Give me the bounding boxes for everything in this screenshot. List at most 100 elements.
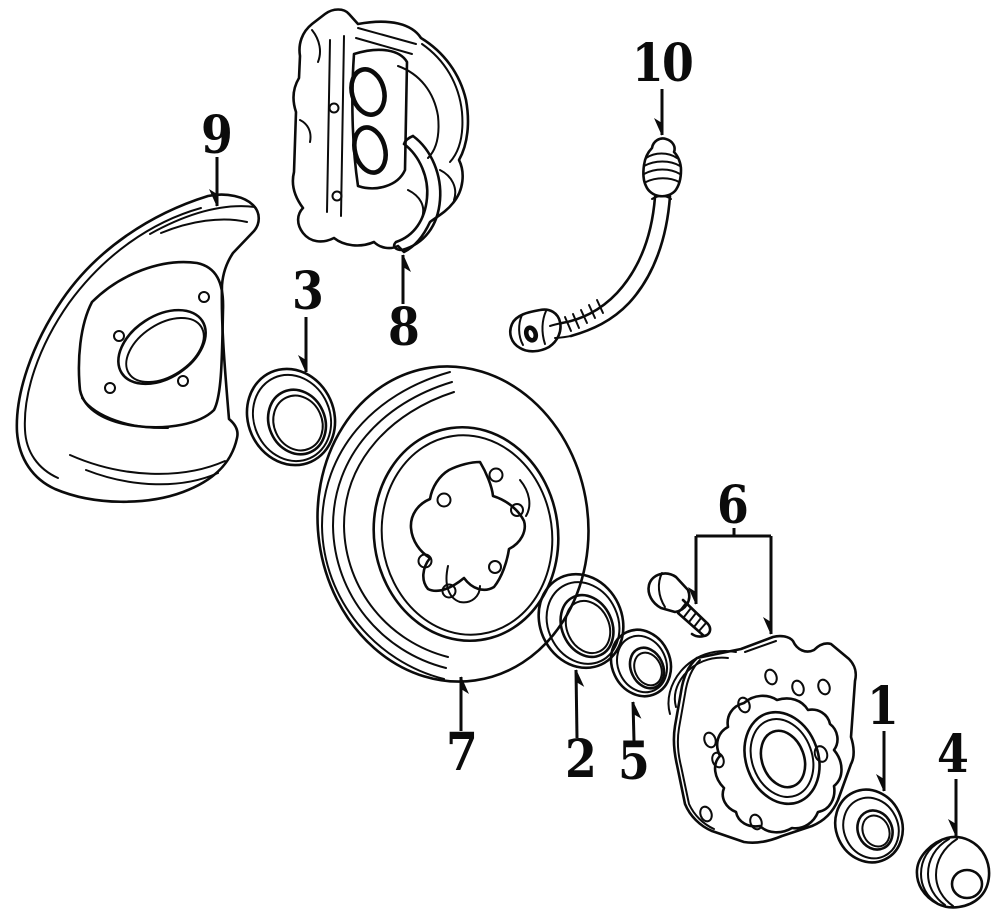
rotor-center-cutout xyxy=(409,460,527,593)
hub-hole xyxy=(791,679,805,697)
bearing1-bore xyxy=(856,809,894,851)
rotor-bolt-hole xyxy=(417,553,433,569)
arrow-2 xyxy=(574,670,577,739)
shield-dish-arc xyxy=(69,454,226,475)
hub-bore-inner xyxy=(759,729,807,789)
hub-hole xyxy=(749,813,763,831)
rotor-face xyxy=(372,425,560,643)
rotor-drawing xyxy=(316,365,590,683)
bearing1-bore2 xyxy=(861,814,891,848)
bearing-1-drawing xyxy=(833,788,905,864)
cap-outline xyxy=(915,835,991,909)
shield-top-tab xyxy=(149,205,256,235)
part-label-6: 6 xyxy=(716,475,749,536)
seal5-outer xyxy=(609,628,673,698)
cap-ribs xyxy=(920,838,958,907)
stud-shaft xyxy=(676,598,712,638)
shield-bolt-hole xyxy=(113,330,125,342)
seal3-outer xyxy=(245,367,337,467)
part-label-4: 4 xyxy=(936,724,969,785)
hub-hole xyxy=(703,731,717,749)
rotor-face-inner xyxy=(380,434,554,636)
hub-hole xyxy=(737,696,751,714)
stud-head-facet xyxy=(657,572,666,608)
hose-banjo xyxy=(508,308,562,353)
bearing2-outer xyxy=(537,572,625,670)
hose-tube xyxy=(560,194,672,338)
splash-shield-drawing xyxy=(15,193,261,504)
seal3-bore xyxy=(266,388,328,456)
rotor-bolt-hole xyxy=(488,467,504,483)
caliper-bolt-hole xyxy=(328,102,340,114)
caliper-window xyxy=(351,48,409,190)
bearing1-outer xyxy=(833,788,905,864)
rotor-rim-arc xyxy=(343,391,455,658)
seal3-outer2 xyxy=(251,373,333,463)
hose-fitting xyxy=(642,137,683,198)
wheel-stud-drawing xyxy=(647,572,712,638)
stud-threads xyxy=(678,602,707,632)
rotor-rim-arc xyxy=(321,371,451,680)
hub-hole xyxy=(817,678,831,696)
rotor-bolt-hole xyxy=(436,492,452,508)
shield-dish-arc xyxy=(85,469,219,486)
shield-bolt-hole xyxy=(198,291,210,303)
brake-hose-drawing xyxy=(508,137,683,353)
shield-face-thickness xyxy=(81,397,169,430)
hub-flange-outline xyxy=(672,634,858,844)
shield-rim-inner-line xyxy=(23,207,202,479)
part-label-3: 3 xyxy=(291,261,324,322)
grease-cap-drawing xyxy=(915,835,991,909)
caliper-drawing xyxy=(291,8,470,254)
rotor-bolt-hole xyxy=(441,583,457,599)
hub-hole xyxy=(699,805,713,823)
hose-fitting-ribs xyxy=(643,152,681,200)
hub-casting-scallop xyxy=(713,694,843,834)
seal3-bore2 xyxy=(272,394,324,452)
caliper-piston-bore xyxy=(352,125,388,175)
part-label-1: 1 xyxy=(866,676,899,737)
hub-drawing xyxy=(667,634,858,844)
caliper-rail-lines xyxy=(326,35,345,217)
rotor-outer-edge xyxy=(316,365,590,683)
shield-face-outline xyxy=(77,260,225,429)
hub-bore-mid xyxy=(749,718,815,798)
callout-arrows xyxy=(217,89,958,836)
caliper-bolt-hole xyxy=(331,190,343,202)
shield-center-hole-inner xyxy=(125,317,205,383)
part-label-9: 9 xyxy=(200,105,233,166)
seal5-ring xyxy=(616,634,668,694)
caliper-slots xyxy=(299,29,457,219)
shield-bolt-hole xyxy=(177,375,189,387)
hub-hole xyxy=(711,751,725,769)
seal5-bore xyxy=(628,646,666,690)
part-label-2: 2 xyxy=(564,729,597,790)
caliper-piston-bore xyxy=(349,67,387,117)
part-label-7: 7 xyxy=(445,722,478,783)
seal-ring-3-drawing xyxy=(245,367,337,467)
seal-5-drawing xyxy=(609,628,673,698)
bearing2-ring xyxy=(545,581,621,665)
cap-dome-tip xyxy=(950,868,984,900)
seal5-bore2 xyxy=(633,651,663,687)
rotor-bolt-hole xyxy=(488,560,502,574)
bearing-2-drawing xyxy=(537,572,625,670)
bearing2-bore xyxy=(564,599,612,655)
hub-hole xyxy=(764,668,778,686)
hose-collar-ribs xyxy=(564,299,604,332)
part-label-8: 8 xyxy=(387,297,420,358)
arrow-5 xyxy=(631,702,634,742)
rotor-cutout-accents xyxy=(445,479,531,604)
rotor-bolt-hole xyxy=(510,503,524,517)
hub-edge-notch xyxy=(813,745,829,763)
caliper-top-bar xyxy=(355,27,417,55)
shield-bolt-hole xyxy=(104,382,116,394)
hub-bore-outer xyxy=(743,710,821,806)
part-label-5: 5 xyxy=(617,731,650,792)
hose-banjo-hole xyxy=(523,325,539,343)
caliper-crossover-pipe xyxy=(392,134,442,252)
bracket-6 xyxy=(696,528,771,538)
hose-banjo-facets xyxy=(518,310,547,346)
bearing1-ring xyxy=(842,796,900,860)
